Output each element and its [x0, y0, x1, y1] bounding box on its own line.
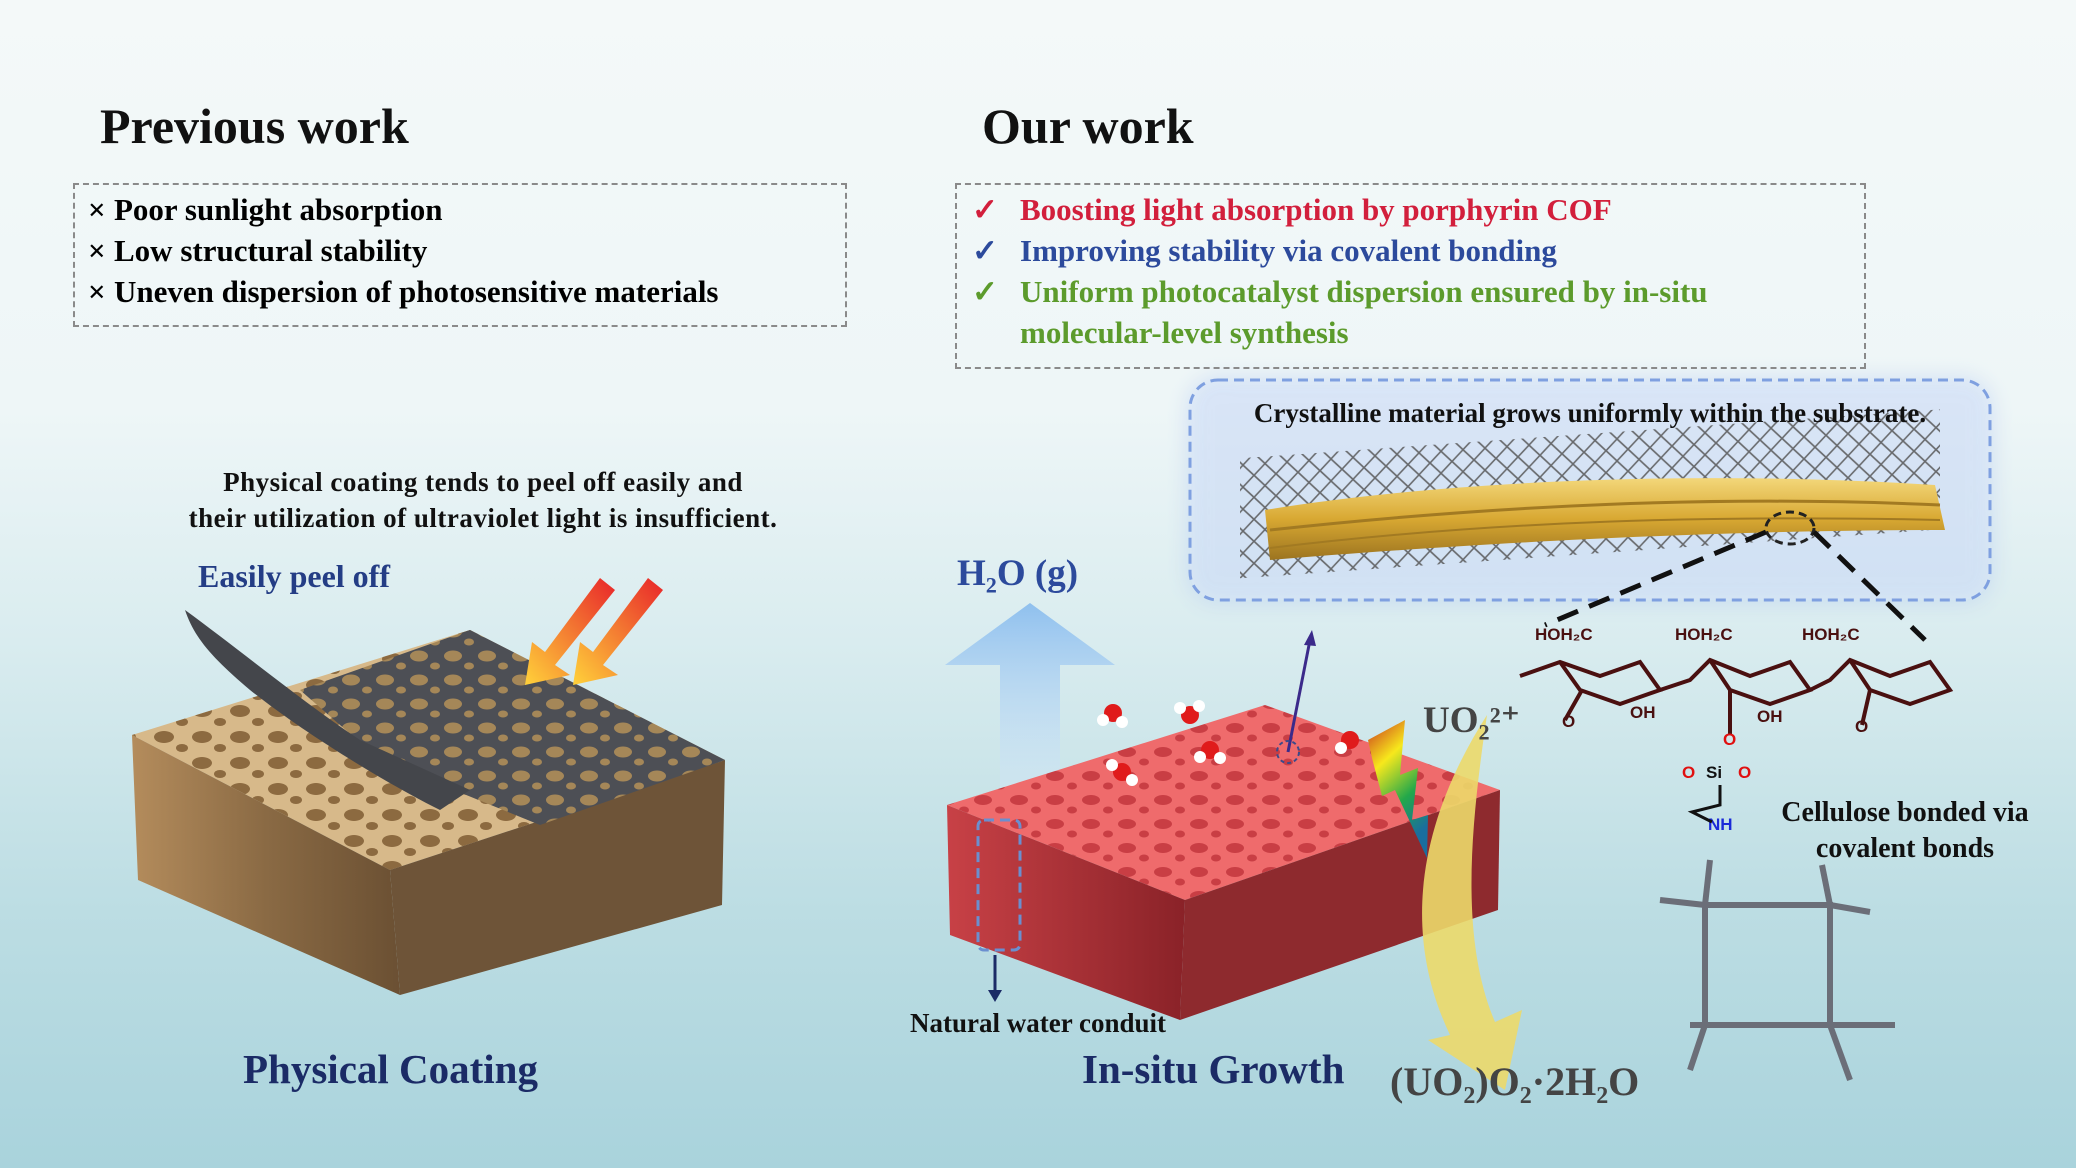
chem-o-right: O — [1738, 763, 1751, 782]
cellulose-fiber-with-cof — [1240, 409, 1945, 579]
chem-hoh2c-3: HOH₂C — [1802, 625, 1860, 644]
cross-icon: × — [88, 233, 106, 268]
our-item: ✓ Boosting light absorption by porphyrin … — [972, 192, 1612, 228]
red-block-in-situ-growth — [947, 630, 1500, 1020]
chem-hoh2c-2: HOH₂C — [1675, 625, 1733, 644]
previous-item-text: Poor sunlight absorption — [114, 192, 443, 227]
our-item: ✓ Uniform photocatalyst dispersion ensure… — [972, 274, 1708, 310]
cellulose-bond-caption: Cellulose bonded via covalent bonds — [1760, 795, 2050, 867]
uranium-reduction-arrow — [1422, 715, 1522, 1090]
porphyrin-cof-structure — [1659, 859, 1895, 1082]
previous-item: ×Poor sunlight absorption — [88, 192, 442, 228]
chem-o-bridge: O — [1723, 730, 1736, 749]
chem-o-2: O — [1855, 717, 1868, 736]
uranium-product-label: (UO₂)O₂·2H₂O — [1390, 1059, 1640, 1104]
water-molecules — [1097, 700, 1359, 786]
check-icon: ✓ — [972, 233, 998, 268]
our-item-continued: molecular-level synthesis — [1020, 315, 1349, 350]
our-work-box — [955, 183, 1866, 369]
wood-block-physical-coating — [132, 610, 725, 995]
water-vapor-label: H₂O (g) — [957, 553, 1079, 594]
our-item-text: Uniform photocatalyst dispersion ensured… — [1020, 274, 1708, 309]
caption-line-2: their utilization of ultraviolet light i… — [188, 503, 778, 533]
chem-oh-1: OH — [1630, 703, 1656, 722]
chem-oh-2: OH — [1757, 707, 1783, 726]
cellulose-caption-line-1: Cellulose bonded via — [1781, 797, 2029, 828]
chem-hoh2c-1: HOH₂C — [1535, 625, 1593, 644]
previous-item-text: Uneven dispersion of photosensitive mate… — [114, 274, 719, 309]
cellulose-structure — [1519, 657, 1954, 735]
cellulose-caption-line-2: covalent bonds — [1815, 833, 1995, 864]
previous-item-text: Low structural stability — [114, 233, 428, 268]
physical-coating-label: Physical Coating — [243, 1046, 538, 1092]
our-item-text: Boosting light absorption by porphyrin C… — [1020, 192, 1612, 227]
caption-line-1: Physical coating tends to peel off easil… — [223, 467, 743, 497]
previous-item: ×Uneven dispersion of photosensitive mat… — [88, 274, 719, 310]
our-item-text: Improving stability via covalent bonding — [1020, 233, 1557, 268]
check-icon: ✓ — [972, 192, 998, 227]
previous-item: ×Low structural stability — [88, 233, 427, 269]
our-item: ✓ Improving stability via covalent bondin… — [972, 233, 1557, 269]
uranyl-ion-label: UO₂²⁺ — [1423, 700, 1521, 741]
chem-nh: NH — [1708, 815, 1733, 834]
chem-si: Si — [1706, 763, 1722, 782]
uv-light-arrows — [525, 578, 663, 685]
peeling-film — [185, 610, 470, 810]
our-work-title: Our work — [982, 98, 1194, 154]
chem-o-1: O — [1562, 712, 1575, 731]
previous-work-title: Previous work — [100, 98, 409, 154]
previous-work-box — [73, 183, 847, 327]
in-situ-growth-label: In-situ Growth — [1082, 1046, 1345, 1092]
crystalline-caption: Crystalline material grows uniformly wit… — [1253, 398, 1927, 428]
cross-icon: × — [88, 192, 106, 227]
cross-icon: × — [88, 274, 106, 309]
light-bolt-icon — [1368, 720, 1428, 858]
natural-water-conduit-label: Natural water conduit — [910, 1008, 1166, 1038]
vapor-arrow — [945, 603, 1115, 840]
physical-coating-caption: Physical coating tends to peel off easil… — [120, 464, 846, 536]
check-icon: ✓ — [972, 274, 998, 309]
chem-o-left: O — [1682, 763, 1695, 782]
water-conduit-highlight — [976, 818, 1022, 952]
emission-arrow — [1286, 639, 1312, 753]
peel-off-label: Easily peel off — [198, 558, 390, 594]
